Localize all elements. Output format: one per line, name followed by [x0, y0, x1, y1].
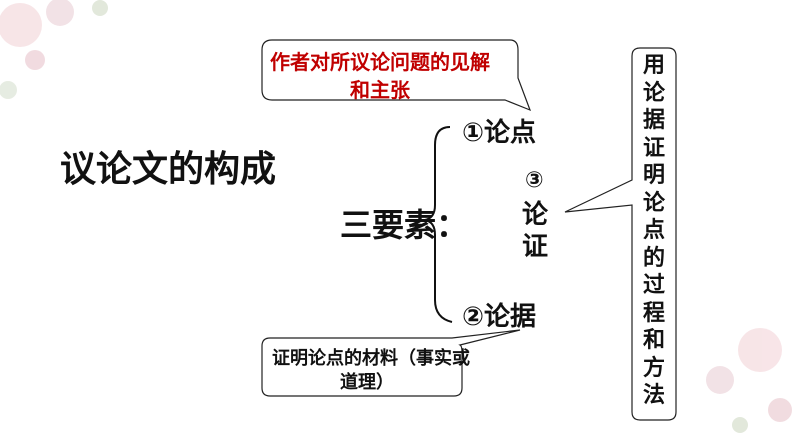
item-argument-num: ③ — [525, 168, 544, 193]
flower-decoration-top-left — [0, 0, 108, 99]
item-thesis: ①论点 — [462, 118, 537, 148]
callout-argument-bubble — [564, 47, 677, 421]
item-argument-char2: 证 — [522, 232, 549, 262]
callout-evidence-line1: 证明论点的材料（事实或 — [272, 348, 470, 369]
callout-argument-char: 点 — [642, 218, 665, 243]
callout-argument-char: 论 — [642, 190, 665, 216]
callout-thesis-line2: 和主张 — [350, 78, 410, 102]
callout-argument-char: 过 — [642, 273, 665, 298]
callout-argument-char: 程 — [642, 300, 665, 326]
callout-evidence-bubble — [261, 329, 521, 397]
callout-argument-char: 明 — [642, 163, 665, 188]
callout-thesis-line1: 作者对所议论问题的见解 — [270, 50, 490, 74]
callout-argument-char: 据 — [642, 108, 665, 133]
item-argument-char1: 论 — [522, 200, 549, 230]
callout-argument-text: 用论据证明论点的过程和方法 — [638, 52, 670, 410]
brace — [424, 126, 453, 323]
callout-thesis-bubble — [261, 39, 532, 112]
callout-argument-char: 方 — [642, 355, 665, 381]
callout-argument-char: 的 — [642, 245, 665, 271]
callout-argument-char: 法 — [642, 383, 665, 408]
callout-argument-char: 用 — [642, 53, 665, 78]
item-evidence: ②论据 — [462, 302, 537, 332]
flower-decoration-bottom-right — [706, 328, 792, 433]
callout-argument-char: 证 — [642, 135, 665, 161]
elements-label: 三要素： — [340, 206, 469, 244]
callout-argument-char: 论 — [642, 80, 665, 106]
callout-argument-char: 和 — [642, 328, 665, 353]
callout-evidence-line2: 道理） — [340, 372, 394, 393]
page-title: 议论文的构成 — [60, 149, 277, 190]
